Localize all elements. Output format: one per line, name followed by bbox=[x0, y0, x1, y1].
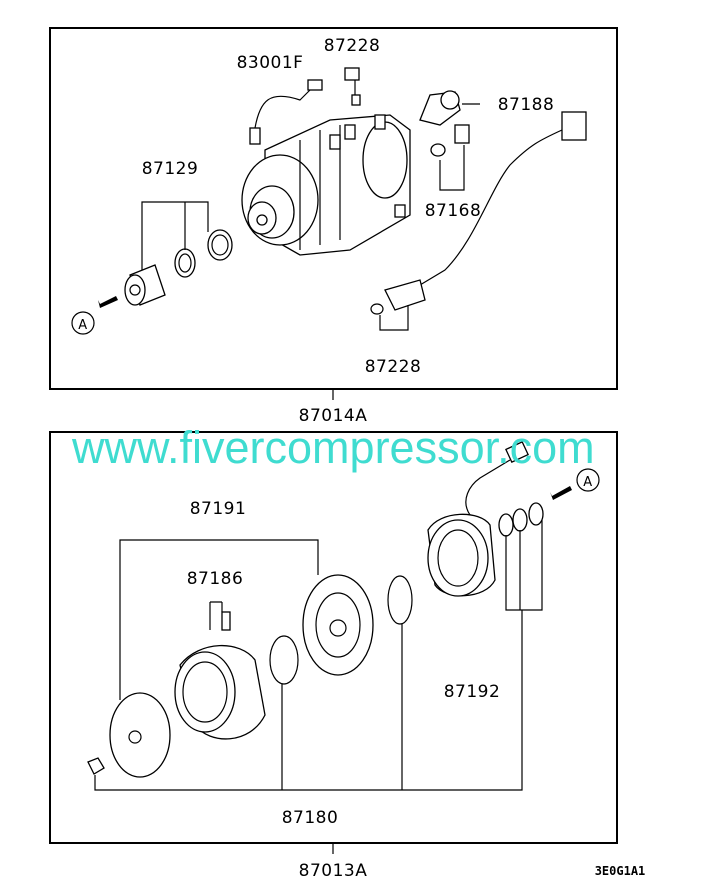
part-label-87191: 87191 bbox=[190, 499, 247, 519]
assembly-number-87013a: 87013A bbox=[299, 861, 368, 881]
ref-marker-a-top: A bbox=[78, 318, 87, 333]
clutch-drawing bbox=[87, 440, 600, 791]
part-label-87129: 87129 bbox=[142, 159, 199, 179]
part-label-83001f: 83001F bbox=[237, 53, 304, 73]
diagram-code: 3E0G1A1 bbox=[595, 864, 646, 878]
part-label-87168: 87168 bbox=[425, 201, 482, 221]
part-label-87192: 87192 bbox=[444, 682, 501, 702]
assembly-number-87014a: 87014A bbox=[299, 406, 368, 426]
reference-circle-a bbox=[71, 311, 95, 335]
part-label-87188: 87188 bbox=[498, 95, 555, 115]
reference-circle-a bbox=[576, 468, 600, 492]
seal-kit-drawing bbox=[71, 201, 233, 335]
compressor-drawing bbox=[241, 67, 411, 256]
ref-marker-a-bottom: A bbox=[583, 475, 592, 490]
valve-switch-drawing bbox=[370, 90, 587, 331]
part-label-87180: 87180 bbox=[282, 808, 339, 828]
part-label-87186: 87186 bbox=[187, 569, 244, 589]
part-label-87228-bottom: 87228 bbox=[365, 357, 422, 377]
part-label-87228-top: 87228 bbox=[324, 36, 381, 56]
watermark: www.fivercompressor.com bbox=[71, 422, 595, 473]
